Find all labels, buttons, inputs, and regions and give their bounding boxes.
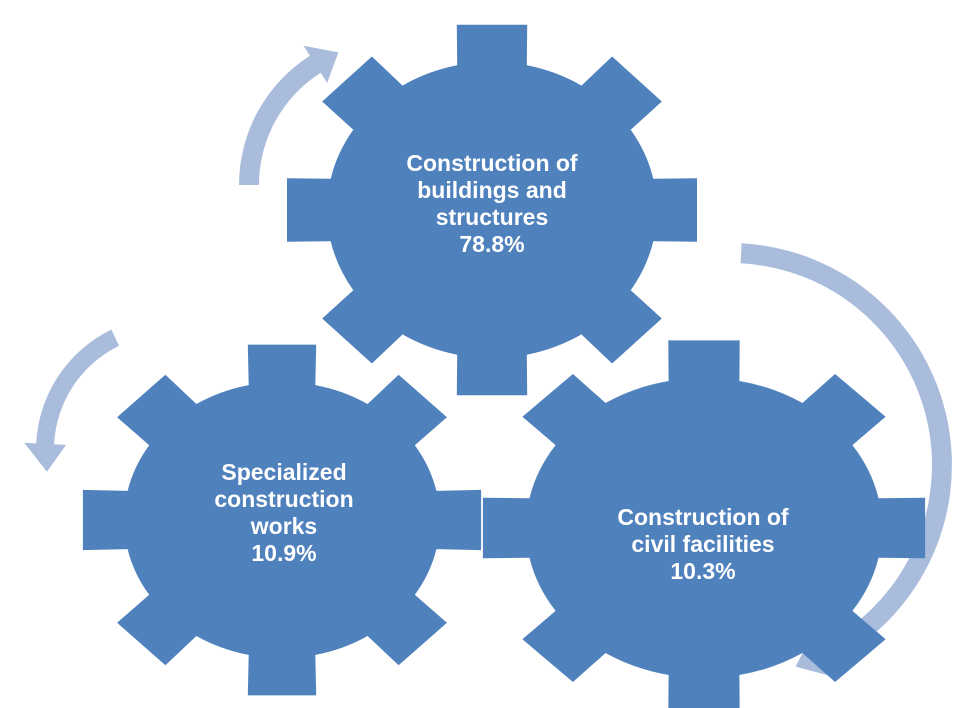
label-percentage: 10.3% — [670, 558, 736, 584]
label-line: Specialized — [221, 459, 347, 485]
gear-label-civil: Construction of civil facilities 10.3% — [573, 504, 833, 585]
label-line: civil facilities — [631, 531, 775, 557]
circular-arrow-left — [24, 329, 120, 472]
gear-civil-facilities — [482, 340, 926, 708]
label-line: Construction of — [406, 150, 578, 176]
label-percentage: 10.9% — [251, 540, 317, 566]
gear-label-specialized: Specialized construction works 10.9% — [154, 459, 414, 567]
gear-label-buildings: Construction of buildings and structures… — [362, 150, 622, 258]
circular-arrow-right — [740, 243, 952, 677]
circular-arrow-top-left — [238, 45, 339, 186]
gear-buildings-structures — [287, 24, 697, 396]
label-line: Construction of — [617, 504, 789, 530]
label-line: works — [250, 513, 318, 539]
label-line: construction — [214, 486, 354, 512]
gear-specialized-construction — [82, 344, 482, 696]
label-line: structures — [435, 204, 549, 230]
label-percentage: 78.8% — [459, 231, 525, 257]
label-line: buildings and — [417, 177, 567, 203]
